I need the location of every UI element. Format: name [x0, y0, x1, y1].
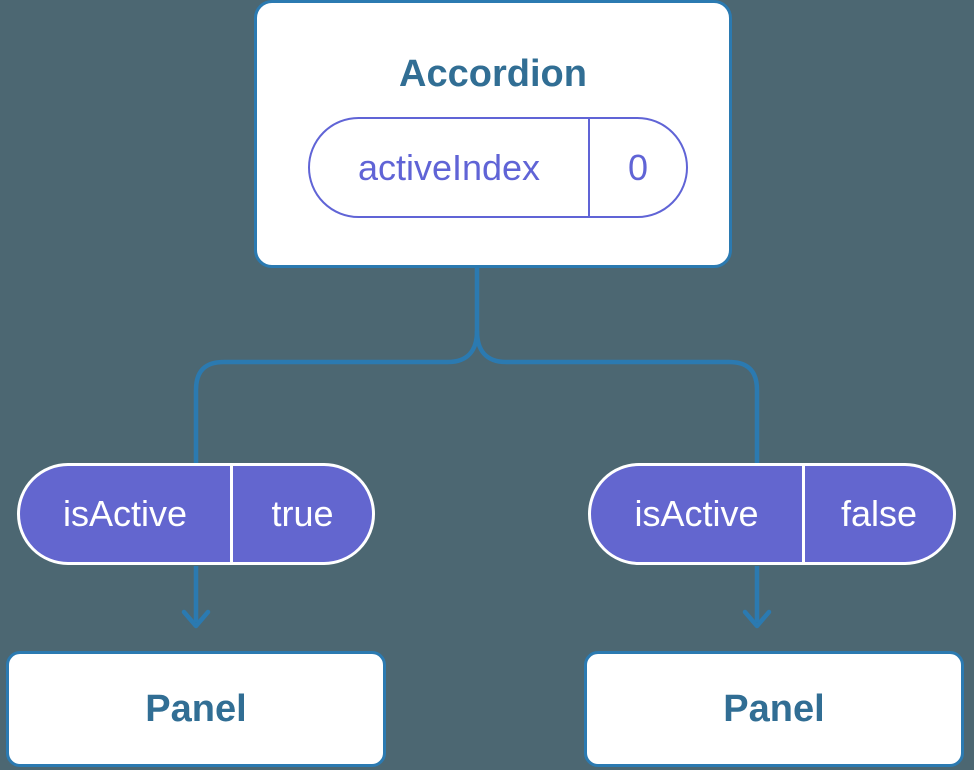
state-pill: activeIndex 0	[308, 117, 688, 218]
accordion-component-card: Accordion activeIndex 0	[254, 0, 732, 268]
prop-value: true	[271, 493, 334, 534]
prop-pill: isActive false	[588, 463, 956, 565]
arrow-down-icon	[181, 609, 211, 629]
component-title: Accordion	[399, 53, 587, 95]
panel-title: Panel	[145, 687, 247, 730]
connector-left-branch	[193, 266, 480, 463]
panel-card: Panel	[584, 651, 964, 767]
panel-card: Panel	[6, 651, 386, 767]
state-name: activeIndex	[310, 119, 590, 216]
panel-title: Panel	[723, 687, 825, 730]
prop-pill: isActive true	[17, 463, 375, 565]
prop-name: isActive	[20, 466, 233, 562]
arrow-down-icon	[742, 609, 772, 629]
prop-value: false	[840, 493, 918, 534]
state-value: 0	[627, 146, 649, 188]
connector-right-branch	[474, 330, 760, 463]
prop-name: isActive	[591, 466, 805, 562]
